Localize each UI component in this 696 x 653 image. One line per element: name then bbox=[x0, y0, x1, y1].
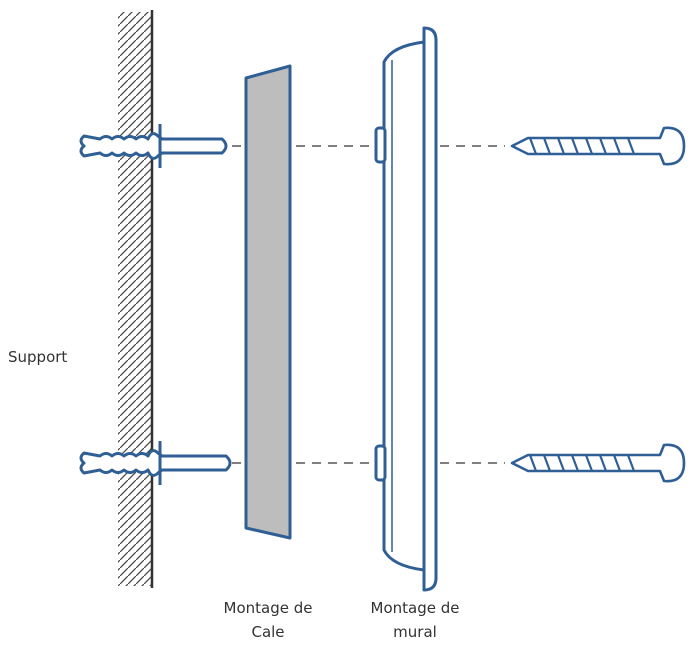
wall-mount-label-line-2: mural bbox=[393, 623, 437, 641]
wall-anchor-icon bbox=[79, 441, 232, 485]
wall-mount-label: Montage de mural bbox=[355, 596, 475, 644]
spacer-mount-label-line-2: Cale bbox=[251, 623, 285, 641]
wall-mount-label-line-1: Montage de bbox=[370, 599, 460, 617]
wall-support bbox=[118, 10, 154, 588]
screw-icon bbox=[510, 126, 686, 166]
spacer-plate bbox=[244, 64, 292, 540]
spacer-mount-label-line-1: Montage de bbox=[223, 599, 313, 617]
screw-icon bbox=[510, 443, 686, 483]
alignment-lines bbox=[232, 145, 505, 464]
wall-anchor-icon bbox=[79, 124, 228, 168]
support-label: Support bbox=[8, 348, 68, 366]
spacer-mount-label: Montage de Cale bbox=[208, 596, 328, 644]
wall-mount-plate bbox=[374, 26, 438, 592]
